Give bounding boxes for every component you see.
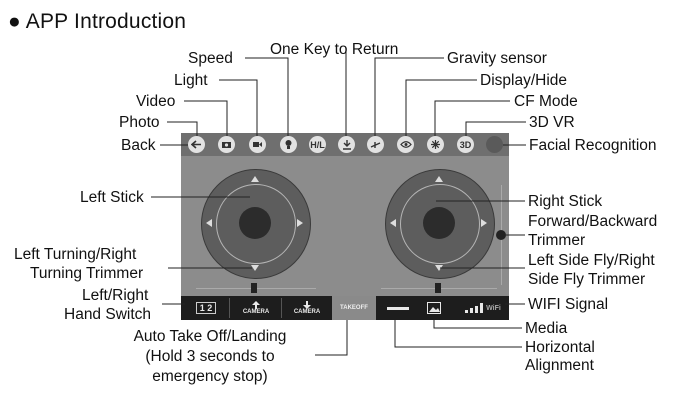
cf-mode-button[interactable] xyxy=(427,136,444,153)
camera-icon xyxy=(222,142,231,148)
takeoff-button[interactable]: TAKEOFF xyxy=(332,296,376,320)
label-display-hide: Display/Hide xyxy=(480,72,568,89)
drone-tilt-icon xyxy=(370,141,381,148)
label-wifi-signal: WIFI Signal xyxy=(528,296,609,313)
label-left-stick: Left Stick xyxy=(80,189,144,206)
label-media: Media xyxy=(525,320,568,337)
horizontal-leader xyxy=(394,320,522,348)
label-speed: Speed xyxy=(188,50,233,67)
speed-leader xyxy=(245,57,289,136)
video-camera-icon xyxy=(253,142,262,147)
gravity-leader xyxy=(374,57,444,136)
right-stick-right-arrow-icon xyxy=(481,219,487,227)
camera-up-label: CAMERA xyxy=(242,309,270,315)
camera-down-label: CAMERA xyxy=(293,309,321,315)
right-stick-knob[interactable] xyxy=(423,207,455,239)
label-side-fly-1: Left Side Fly/Right xyxy=(528,252,655,269)
left-stick-right-arrow-icon xyxy=(297,219,303,227)
compass-icon xyxy=(431,140,440,149)
hand-switch-label: 1 2 xyxy=(195,302,217,314)
photo-button[interactable] xyxy=(218,136,235,153)
horizontal-alignment-button[interactable] xyxy=(382,296,414,320)
media-button[interactable] xyxy=(424,296,444,320)
label-hand-switch-1: Left/Right xyxy=(82,287,149,304)
label-back: Back xyxy=(121,137,156,154)
return-home-icon xyxy=(342,140,351,150)
eye-icon xyxy=(399,141,412,148)
label-right-stick: Right Stick xyxy=(528,193,603,210)
left-stick-up-arrow-icon xyxy=(251,176,259,182)
label-lr-turn-2: Turning Trimmer xyxy=(30,265,144,282)
display-leader xyxy=(405,79,477,136)
hand-switch-button[interactable]: 1 2 xyxy=(184,296,228,320)
label-video: Video xyxy=(136,93,176,110)
divider xyxy=(229,298,230,318)
light-leader xyxy=(219,79,258,136)
label-fb-trimmer-2: Trimmer xyxy=(528,232,586,249)
fb-trimmer-handle[interactable] xyxy=(496,230,506,240)
cf-leader xyxy=(434,100,510,136)
gravity-sensor-button[interactable] xyxy=(367,136,384,153)
left-stick-down-arrow-icon xyxy=(251,265,259,271)
left-turn-trimmer-handle[interactable] xyxy=(251,283,257,293)
right-stick-down-arrow-icon xyxy=(435,265,443,271)
3d-vr-button[interactable]: 3D xyxy=(457,136,474,153)
label-3d-vr: 3D VR xyxy=(529,114,575,131)
video-leader xyxy=(184,100,228,136)
label-light: Light xyxy=(174,72,208,89)
left-stick-left-arrow-icon xyxy=(206,219,212,227)
back-arrow-icon xyxy=(191,140,201,149)
label-facial-recognition: Facial Recognition xyxy=(529,137,657,154)
vr-button-label: 3D xyxy=(459,139,472,150)
label-one-key-return: One Key to Return xyxy=(270,41,399,58)
label-takeoff-3: emergency stop) xyxy=(152,368,268,385)
label-side-fly-2: Side Fly Trimmer xyxy=(528,271,646,288)
right-stick-ring xyxy=(400,184,480,264)
label-hand-switch-2: Hand Switch xyxy=(64,306,152,323)
speed-button[interactable]: H/L xyxy=(309,136,326,153)
right-stick-up-arrow-icon xyxy=(435,176,443,182)
left-stick-ring xyxy=(216,184,296,264)
video-button[interactable] xyxy=(249,136,266,153)
arrow-down-icon xyxy=(303,301,311,309)
wifi-signal-indicator: WiFi xyxy=(461,296,505,320)
signal-bars-icon xyxy=(465,303,484,313)
bulb-icon xyxy=(285,140,292,149)
label-takeoff-2: (Hold 3 seconds to xyxy=(145,348,275,365)
wifi-label: WiFi xyxy=(486,304,501,312)
label-lr-turn-1: Left Turning/Right xyxy=(14,246,137,263)
camera-up-button[interactable]: CAMERA xyxy=(232,296,280,320)
display-hide-button[interactable] xyxy=(397,136,414,153)
label-horizontal-1: Horizontal xyxy=(525,339,595,356)
takeoff-label: TAKEOFF xyxy=(340,305,368,311)
page-heading: ● APP Introduction xyxy=(8,10,187,33)
label-fb-trimmer-1: Forward/Backward xyxy=(528,213,658,230)
light-button[interactable] xyxy=(280,136,297,153)
one-key-return-button[interactable] xyxy=(338,136,355,153)
facial-recognition-button[interactable] xyxy=(486,136,503,153)
label-cf-mode: CF Mode xyxy=(514,93,578,110)
label-horizontal-2: Alignment xyxy=(525,357,594,374)
label-gravity-sensor: Gravity sensor xyxy=(447,50,547,67)
left-stick-knob[interactable] xyxy=(239,207,271,239)
label-takeoff-1: Auto Take Off/Landing xyxy=(133,328,287,345)
side-fly-trimmer-handle[interactable] xyxy=(435,283,441,293)
divider xyxy=(281,298,282,318)
image-icon xyxy=(427,302,441,314)
label-photo: Photo xyxy=(119,114,160,131)
level-bar-icon xyxy=(387,306,409,310)
arrow-up-icon xyxy=(252,301,260,309)
back-button[interactable] xyxy=(188,136,205,153)
speed-button-label: H/L xyxy=(310,139,325,150)
media-leader xyxy=(433,320,522,329)
camera-down-button[interactable]: CAMERA xyxy=(284,296,330,320)
takeoff-leader xyxy=(315,320,348,356)
right-stick-left-arrow-icon xyxy=(390,219,396,227)
